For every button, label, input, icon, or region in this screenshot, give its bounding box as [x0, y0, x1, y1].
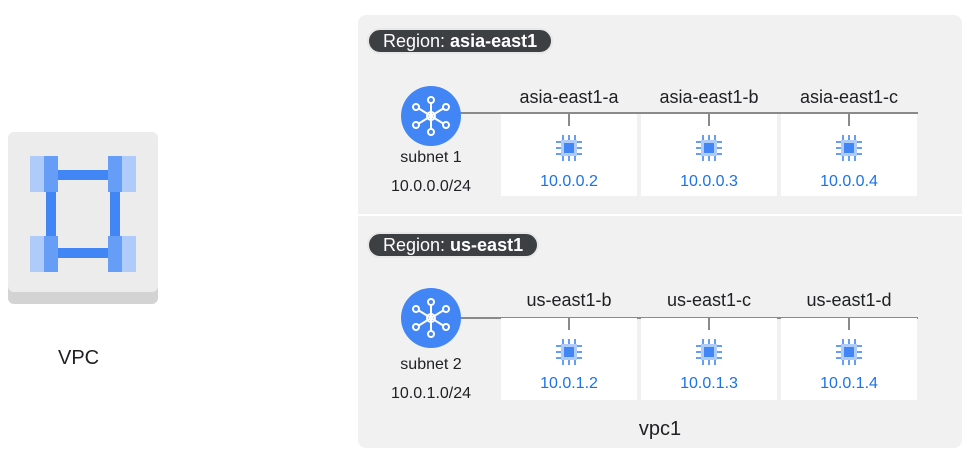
- compute-chip-icon: [696, 339, 722, 365]
- zone-tick: [708, 318, 710, 330]
- ip-address: 10.0.1.2: [540, 375, 598, 392]
- subnet-name: subnet 1: [400, 149, 462, 166]
- zone-tick: [848, 318, 850, 330]
- zone-label: us-east1-c: [666, 290, 752, 310]
- zone-label: us-east1-b: [526, 290, 612, 310]
- ip-address: 10.0.0.2: [540, 173, 598, 190]
- zone-label: asia-east1-c: [799, 87, 899, 107]
- ip-address: 10.0.0.3: [680, 173, 738, 190]
- compute-chip-icon: [696, 135, 722, 161]
- ip-address: 10.0.0.4: [820, 173, 878, 190]
- zone-tick: [848, 114, 850, 126]
- subnet-connector-line: [430, 112, 918, 114]
- region-name: asia-east1: [450, 31, 538, 51]
- zone-tick: [568, 318, 570, 330]
- zone-label: us-east1-d: [806, 290, 892, 310]
- compute-chip-icon: [836, 339, 862, 365]
- region-divider: [358, 214, 962, 216]
- compute-chip-icon: [556, 135, 582, 161]
- zone-label: asia-east1-a: [519, 87, 619, 107]
- subnet-cidr: 10.0.0.0/24: [390, 178, 472, 195]
- region-prefix: Region:: [383, 31, 451, 51]
- vpc-label: VPC: [58, 347, 100, 369]
- subnet-cidr: 10.0.1.0/24: [390, 385, 472, 402]
- vpc-tile: [8, 132, 158, 304]
- ip-address: 10.0.1.3: [680, 375, 738, 392]
- subnet-hub-icon: [401, 86, 461, 146]
- region-name: us-east1: [450, 235, 524, 255]
- subnet-hub-icon: [401, 288, 461, 348]
- compute-chip-icon: [556, 339, 582, 365]
- container-label: vpc1: [638, 418, 682, 440]
- ip-address: 10.0.1.4: [820, 375, 878, 392]
- zone-tick: [568, 114, 570, 126]
- region-prefix: Region:: [383, 235, 451, 255]
- zone-tick: [708, 114, 710, 126]
- zone-label: asia-east1-b: [659, 87, 759, 107]
- region-pill-asia-east1: Region: asia-east1: [367, 28, 554, 54]
- region-pill-us-east1: Region: us-east1: [367, 232, 540, 258]
- compute-chip-icon: [836, 135, 862, 161]
- subnet-name: subnet 2: [400, 356, 462, 373]
- vpc-network-icon: [30, 156, 136, 272]
